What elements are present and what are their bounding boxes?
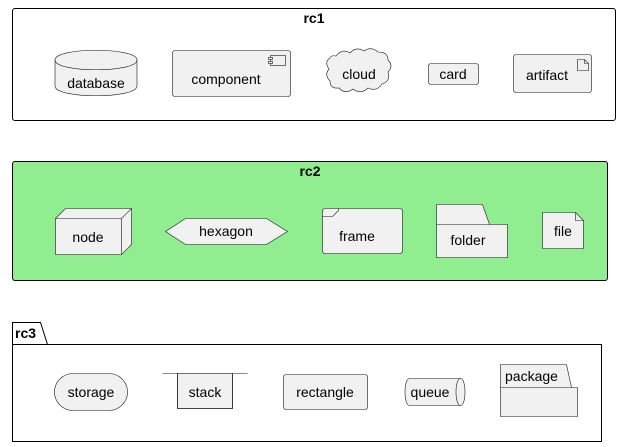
file-shape xyxy=(542,212,584,249)
component-icon-tab-top xyxy=(268,57,273,60)
card-shape xyxy=(428,63,479,85)
storage-shape xyxy=(54,373,128,411)
package-label: package xyxy=(505,368,558,384)
artifact-shape xyxy=(513,54,592,93)
component-shape xyxy=(172,50,291,97)
file-label: file xyxy=(554,223,572,239)
artifact-element: artifact xyxy=(513,54,592,93)
frame-shape xyxy=(322,208,403,254)
cloud-element: cloud xyxy=(326,48,392,93)
queue-end xyxy=(455,378,461,406)
folder-shape xyxy=(436,204,508,258)
stack-element: stack xyxy=(162,373,248,409)
frame-label: frame xyxy=(339,228,375,244)
hexagon-element: hexagon xyxy=(164,218,289,245)
queue-element: queue xyxy=(404,378,466,406)
container-rc1-title: rc1 xyxy=(303,10,324,26)
package-shape xyxy=(500,364,578,417)
queue-label: queue xyxy=(411,384,450,400)
folder-label: folder xyxy=(450,232,485,248)
frame-tab xyxy=(322,208,339,217)
node-shape xyxy=(55,208,132,255)
container-rc3-frame xyxy=(12,322,602,442)
cloud-shape xyxy=(326,48,392,93)
artifact-icon-fold xyxy=(584,59,589,64)
container-rc2: rc2 node hexagon frame folder fi xyxy=(12,161,608,281)
database-label: database xyxy=(67,75,125,91)
file-fold xyxy=(575,212,584,221)
hexagon-label: hexagon xyxy=(199,223,253,239)
container-rc2-title: rc2 xyxy=(299,163,320,179)
artifact-icon xyxy=(577,59,589,71)
container-rc1-frame xyxy=(12,8,616,121)
container-rc3: rc3 storage stack rectangle queue packa xyxy=(12,322,602,442)
rectangle-label: rectangle xyxy=(296,384,354,400)
cloud-label: cloud xyxy=(342,66,375,82)
frame-element: frame xyxy=(322,208,403,254)
stack-label: stack xyxy=(189,384,223,400)
card-element: card xyxy=(428,63,479,85)
container-rc3-title: rc3 xyxy=(15,325,36,341)
stack-outline xyxy=(162,373,248,409)
database-shape xyxy=(54,50,138,96)
component-icon xyxy=(270,55,286,66)
database-rim xyxy=(54,59,138,70)
storage-element: storage xyxy=(54,373,128,411)
node-edges xyxy=(55,208,132,255)
node-label: node xyxy=(72,229,103,245)
artifact-label: artifact xyxy=(526,67,568,83)
container-rc1: rc1 database component cloud card xyxy=(12,8,616,121)
package-element: package xyxy=(500,364,578,417)
rectangle-shape xyxy=(283,374,368,410)
component-element: component xyxy=(172,50,291,97)
folder-element: folder xyxy=(436,204,508,258)
rectangle-element: rectangle xyxy=(283,374,368,410)
hexagon-shape xyxy=(164,218,289,245)
file-element: file xyxy=(542,212,584,249)
component-label: component xyxy=(191,71,260,87)
component-icon-tab-bottom xyxy=(268,61,273,64)
stack-shape xyxy=(177,373,233,409)
database-element: database xyxy=(54,50,138,96)
node-element: node xyxy=(55,208,132,255)
storage-label: storage xyxy=(68,384,115,400)
card-label: card xyxy=(439,66,466,82)
